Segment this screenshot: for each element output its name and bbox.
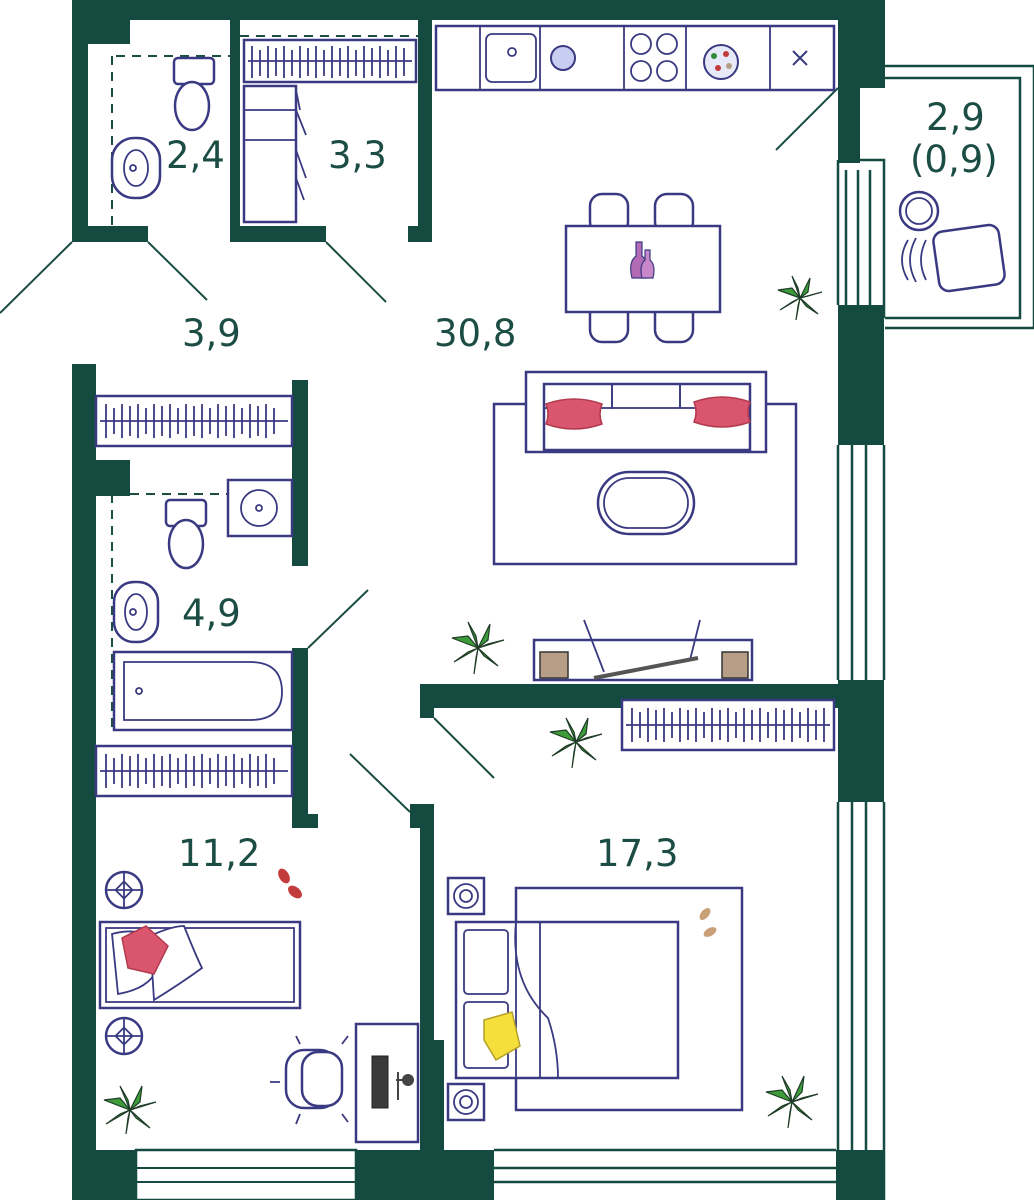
wall-bedroom-left-stub [410, 804, 434, 828]
wall-bedroom-top-stub [420, 684, 434, 718]
sink-icon [226, 478, 294, 538]
plant-icon [549, 717, 603, 769]
wall-bath-stub [292, 814, 318, 828]
wall-wc-top [88, 20, 130, 44]
wc-small [110, 56, 216, 200]
box-icon [539, 651, 569, 679]
hall-closet [94, 394, 294, 448]
wall-wardrobe-bottom [230, 226, 326, 242]
pizza-plate-icon [703, 44, 739, 80]
window-bottom-right [494, 1148, 872, 1184]
wall-bath-right [292, 648, 308, 828]
child-bedroom [98, 868, 420, 1144]
sink-icon [485, 33, 537, 83]
wall-bath-top [96, 460, 130, 496]
shelves [242, 84, 307, 224]
plant-icon [451, 621, 505, 675]
wall-wc-right [230, 20, 240, 242]
master-bedroom [446, 876, 744, 1122]
lamp-icon [104, 1016, 144, 1056]
slippers-icon [699, 908, 717, 937]
wall-kitchen-right [838, 88, 860, 163]
close-icon [792, 50, 808, 66]
vase-icon [630, 241, 655, 279]
bathroom [112, 478, 294, 732]
pillow-icon [545, 398, 603, 430]
wall-bottom-left [72, 1150, 136, 1200]
box-icon [721, 651, 749, 679]
plant-icon [765, 1075, 819, 1129]
sink-icon [112, 580, 160, 644]
wall-top [72, 0, 885, 20]
chair-icon [901, 223, 1006, 293]
area-hall: 3,9 [182, 312, 241, 355]
stove-icon [630, 33, 678, 82]
area-balcony-reduced: (0,9) [910, 138, 998, 181]
window-bottom-left [134, 1148, 358, 1200]
windows [134, 64, 1034, 1200]
wall-top-right [838, 0, 885, 88]
bathtub-icon [112, 650, 294, 732]
bedroom-closet [94, 744, 294, 798]
balcony-furniture [898, 190, 1006, 293]
bed-icon [98, 920, 302, 1010]
pillow-icon [483, 1011, 521, 1062]
nightstand-icon [446, 1082, 486, 1122]
wall-right-upper [838, 305, 884, 445]
lamp-icon [104, 870, 144, 910]
wardrobe [242, 38, 418, 224]
pillow-icon [121, 925, 169, 975]
chair-icon [270, 1035, 349, 1125]
kitchen-counter [434, 24, 836, 92]
wall-closet-right [292, 380, 308, 566]
wall-right-mid [838, 680, 884, 802]
wall-wc-bottom [72, 226, 148, 242]
sofa-area [492, 370, 798, 566]
area-labels: 2,4 3,3 3,9 30,8 2,9 (0,9) 4,9 11,2 17,3 [166, 96, 998, 875]
dash-wc [111, 55, 230, 226]
bowl-icon [550, 45, 576, 71]
area-wc-small: 2,4 [166, 134, 225, 177]
wall-left-lower [72, 364, 96, 1200]
area-living-kitchen: 30,8 [434, 312, 516, 355]
toilet-icon [172, 56, 216, 132]
plant-icon [103, 1085, 157, 1135]
area-wardrobe: 3,3 [328, 134, 387, 177]
area-bedroom-child: 11,2 [178, 832, 260, 875]
area-bedroom-master: 17,3 [596, 832, 678, 875]
walls [72, 0, 885, 1200]
area-bathroom: 4,9 [182, 592, 241, 635]
nightstand-icon [446, 876, 486, 916]
coffee-table [596, 470, 696, 536]
dining-set [564, 192, 722, 344]
window-right-living [836, 445, 886, 680]
desk [354, 1022, 420, 1144]
toilet-icon [164, 498, 208, 570]
bed-icon [454, 920, 680, 1080]
wall-bottom-mid [356, 1150, 494, 1200]
balcony-frame [836, 64, 1034, 330]
wall-wardrobe-right [418, 20, 432, 242]
window-right-bedroom [836, 802, 886, 1200]
slippers-icon [278, 868, 302, 899]
plant-icon [777, 275, 823, 321]
hanging-rail-top [242, 38, 418, 84]
wall-wardrobe-stub [408, 226, 432, 242]
sink-icon [110, 136, 162, 200]
master-closet [620, 698, 836, 752]
wall-top-left [72, 0, 88, 242]
pillow-icon [693, 396, 751, 428]
tv-stand [532, 619, 754, 682]
wall-bottom-right [836, 1150, 885, 1200]
area-balcony: 2,9 [926, 96, 985, 139]
